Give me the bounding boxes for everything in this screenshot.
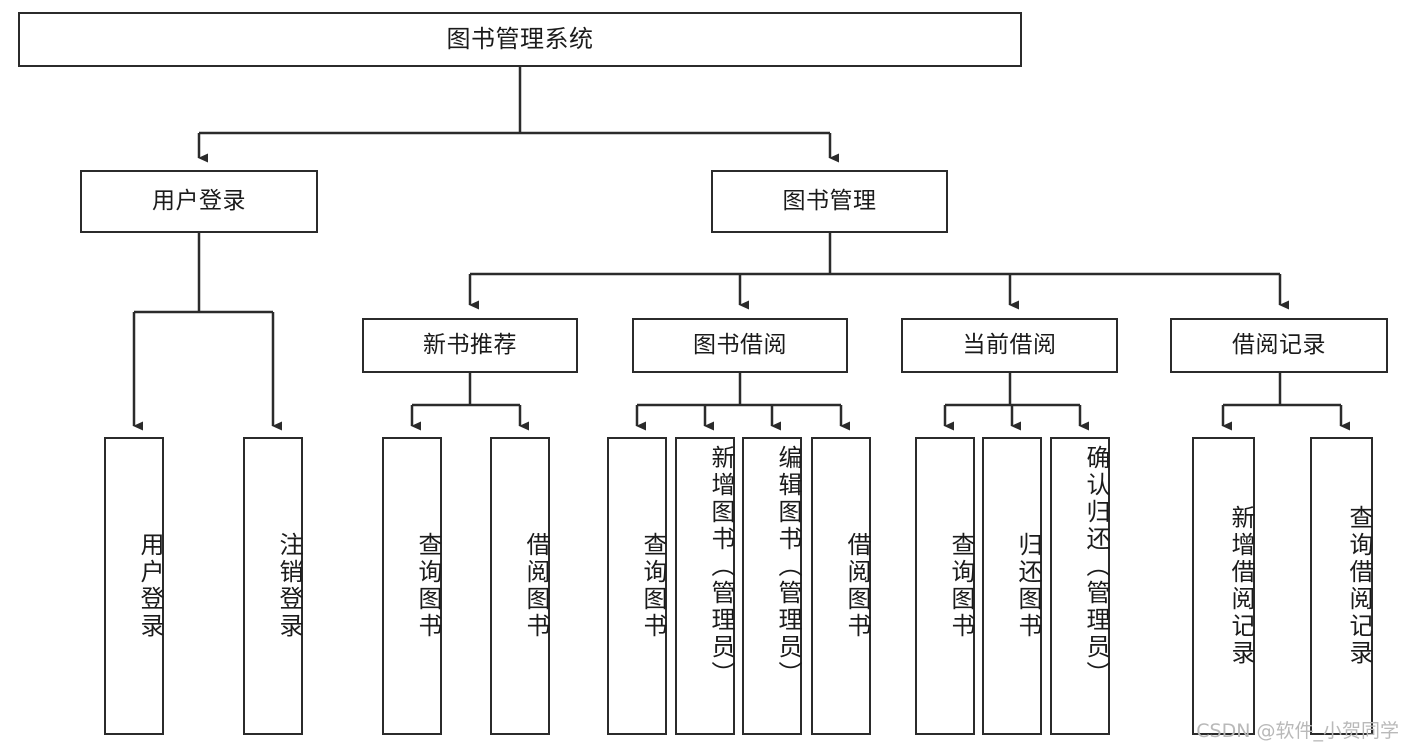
leaf-new-book-borrow-book[interactable]: 借阅图书 [490, 437, 550, 735]
node-label: 编辑图书（管理员） [774, 445, 802, 688]
node-label: 查询图书 [639, 532, 667, 640]
node-label: 借阅记录 [1232, 331, 1326, 358]
node-label: 确认归还（管理员） [1082, 445, 1110, 688]
node-label: 注销登录 [275, 532, 303, 640]
node-label: 借阅图书 [843, 532, 871, 640]
node-label: 图书管理 [782, 187, 877, 214]
leaf-book-borrow-query-book[interactable]: 查询图书 [607, 437, 667, 735]
node-label: 查询图书 [414, 532, 442, 640]
node-label: 图书借阅 [693, 331, 787, 358]
node-label: 新增借阅记录 [1227, 505, 1255, 667]
node-label: 用户登录 [136, 532, 164, 640]
node-label: 新增图书（管理员） [707, 445, 735, 688]
leaf-borrow-record-add-record[interactable]: 新增借阅记录 [1192, 437, 1255, 735]
leaf-current-borrow-confirm-return-admin[interactable]: 确认归还（管理员） [1050, 437, 1110, 735]
leaf-user-login-login[interactable]: 用户登录 [104, 437, 164, 735]
node-borrow-record[interactable]: 借阅记录 [1170, 318, 1388, 373]
leaf-new-book-query-book[interactable]: 查询图书 [382, 437, 442, 735]
leaf-current-borrow-return-book[interactable]: 归还图书 [982, 437, 1042, 735]
node-user-login[interactable]: 用户登录 [80, 170, 318, 233]
node-label: 图书管理系统 [446, 25, 594, 54]
leaf-book-borrow-edit-book-admin[interactable]: 编辑图书（管理员） [742, 437, 802, 735]
node-label: 查询图书 [947, 532, 975, 640]
node-current-borrow[interactable]: 当前借阅 [901, 318, 1118, 373]
leaf-borrow-record-query-record[interactable]: 查询借阅记录 [1310, 437, 1373, 735]
csdn-watermark: CSDN @软件_小贺同学 [1196, 720, 1399, 742]
leaf-user-login-logout[interactable]: 注销登录 [243, 437, 303, 735]
node-label: 查询借阅记录 [1345, 505, 1373, 667]
node-root-book-management-system[interactable]: 图书管理系统 [18, 12, 1022, 67]
node-label: 用户登录 [152, 187, 246, 214]
node-label: 当前借阅 [962, 331, 1057, 358]
node-new-book-recommend[interactable]: 新书推荐 [362, 318, 578, 373]
node-label: 借阅图书 [522, 532, 550, 640]
leaf-book-borrow-borrow-book[interactable]: 借阅图书 [811, 437, 871, 735]
leaf-book-borrow-add-book-admin[interactable]: 新增图书（管理员） [675, 437, 735, 735]
leaf-current-borrow-query-book[interactable]: 查询图书 [915, 437, 975, 735]
node-label: 新书推荐 [423, 331, 517, 358]
node-label: 归还图书 [1014, 532, 1042, 640]
node-book-borrow[interactable]: 图书借阅 [632, 318, 848, 373]
node-book-management[interactable]: 图书管理 [711, 170, 948, 233]
